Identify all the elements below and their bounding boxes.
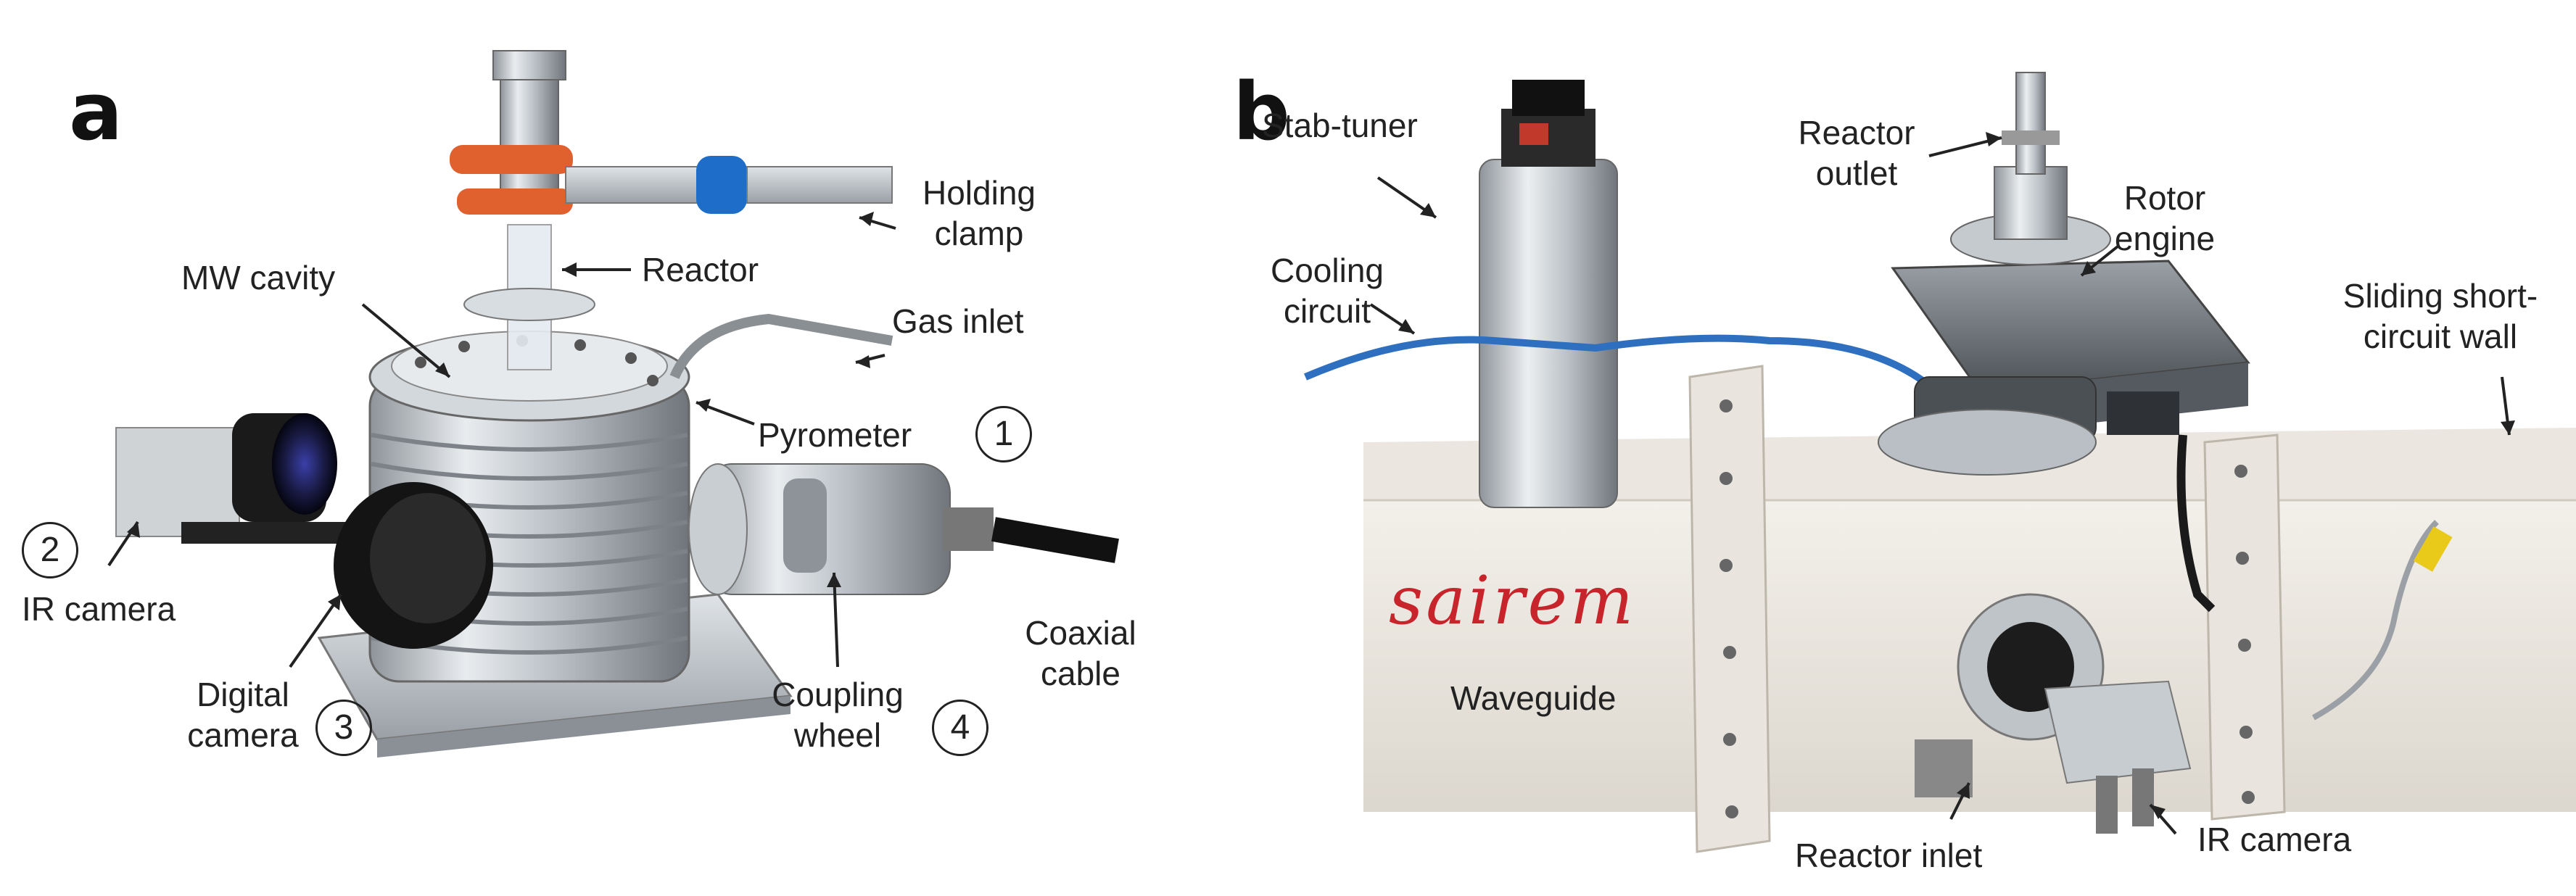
label-coaxial-cable-line1: Coaxial: [1025, 614, 1136, 652]
label-rotor-engine-line1: Rotor: [2123, 179, 2206, 217]
cable-tag: [2414, 526, 2453, 572]
sliding-wall-cable: [2312, 520, 2439, 721]
label-ir-camera-a: IR camera: [22, 590, 176, 628]
label-reactor: Reactor: [642, 251, 759, 289]
holding-clamp: [450, 145, 893, 215]
label-reactor-outlet-line1: Reactor: [1798, 114, 1915, 152]
label-cooling-circuit: Cooling circuit: [1255, 250, 1400, 331]
label-holding-clamp: Holding clamp: [899, 173, 1059, 254]
label-reactor-inlet: Reactor inlet: [1795, 837, 1983, 874]
label-coaxial-cable: Coaxial cable: [1008, 613, 1153, 694]
label-pyrometer: Pyrometer: [758, 416, 912, 454]
label-rotor-engine-line2: engine: [2114, 220, 2216, 257]
label-reactor-outlet: Reactor outlet: [1784, 112, 1929, 194]
label-digital-camera: Digital camera: [167, 674, 319, 755]
waveguide-flanges: [1688, 365, 2286, 853]
engine-cable: [2176, 434, 2216, 613]
coupling-wheel-device: [688, 463, 1119, 595]
label-coaxial-cable-line2: cable: [1041, 655, 1120, 692]
label-reactor-outlet-line2: outlet: [1815, 154, 1898, 192]
panel-b: b Stab-tuner Cooling circuit Reactor out…: [1233, 0, 2576, 896]
panel-a-leaders: [107, 216, 896, 668]
label-rotor-engine: Rotor engine: [2100, 178, 2230, 259]
label-mw-cavity: MW cavity: [181, 259, 336, 296]
label-holding-clamp-line2: clamp: [934, 215, 1024, 252]
ir-camera-b-device: [2044, 680, 2192, 834]
label-coupling-wheel: Coupling wheel: [747, 674, 928, 755]
label-sliding-wall-line2: circuit wall: [2363, 318, 2518, 355]
label-digital-camera-line2: camera: [187, 716, 299, 754]
reactor-outlet-fitting: [1950, 72, 2111, 265]
marker-2: 2: [22, 522, 78, 578]
label-stab-tuner: Stab-tuner: [1262, 107, 1418, 144]
label-sliding-wall-line1: Sliding short-: [2342, 277, 2538, 315]
label-holding-clamp-line1: Holding: [922, 174, 1036, 212]
panel-b-arrowheads: [1398, 132, 2515, 819]
panel-b-letter: b: [1233, 65, 1290, 158]
marker-1: 1: [975, 406, 1032, 462]
reactor-column: [463, 50, 595, 370]
marker-3: 3: [315, 700, 372, 756]
stab-tuner-device: [1479, 80, 1618, 508]
sairem-logo: sairem: [1389, 562, 1637, 639]
cooling-circuit-hose: [1304, 334, 1939, 394]
label-ir-camera-b: IR camera: [2197, 821, 2352, 858]
rotor-engine-device: [1878, 260, 2250, 476]
label-gas-inlet: Gas inlet: [892, 302, 1024, 340]
gas-inlet-tube: [669, 313, 893, 379]
marker-4: 4: [932, 700, 988, 756]
digital-camera-device: [334, 482, 493, 649]
panel-a-illustration: [107, 50, 1119, 758]
label-cooling-circuit-line1: Cooling: [1271, 252, 1384, 289]
panel-b-illustration: [1304, 72, 2576, 853]
panel-a: a Holding clamp Reactor MW cavity Gas in…: [0, 0, 1262, 896]
panel-a-arrowheads: [127, 212, 874, 610]
panel-a-letter: a: [69, 65, 123, 158]
label-digital-camera-line1: Digital: [197, 676, 289, 713]
label-cooling-circuit-line2: circuit: [1283, 292, 1371, 330]
label-waveguide: Waveguide: [1450, 679, 1617, 717]
label-coupling-wheel-line2: wheel: [793, 716, 882, 754]
label-coupling-wheel-line1: Coupling: [772, 676, 904, 713]
label-sliding-wall: Sliding short- circuit wall: [2328, 275, 2553, 357]
